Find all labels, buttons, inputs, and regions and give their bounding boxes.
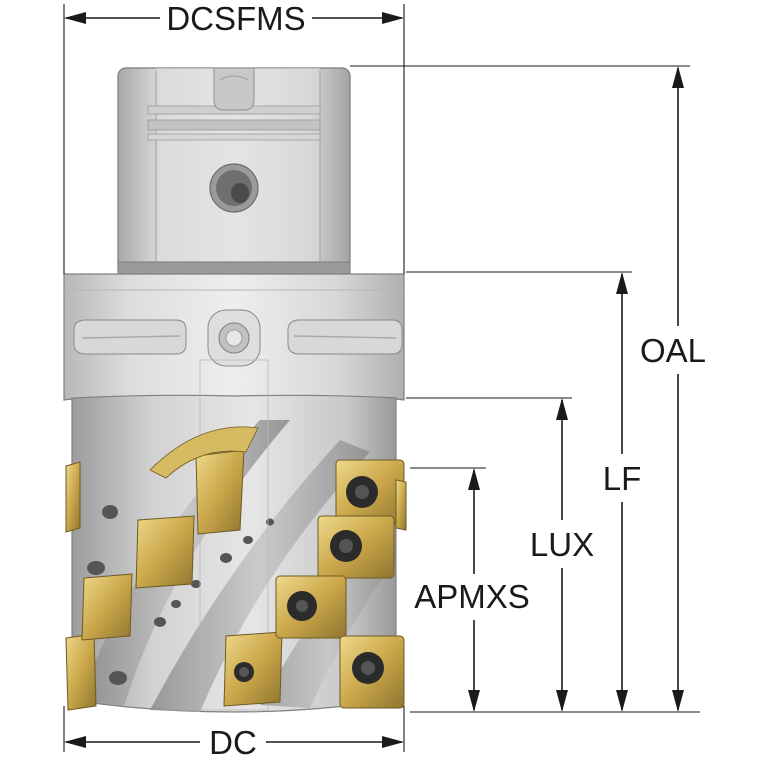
label-oal: OAL	[640, 332, 706, 369]
insert	[395, 479, 407, 531]
flange	[63, 273, 405, 401]
insert	[135, 515, 195, 589]
label-dcsfms: DCSFMS	[166, 0, 305, 37]
label-lf: LF	[603, 460, 642, 497]
label-dc: DC	[209, 724, 257, 761]
label-lux: LUX	[530, 526, 594, 563]
insert	[339, 635, 405, 709]
insert	[65, 633, 97, 711]
insert	[335, 459, 405, 525]
insert	[149, 426, 259, 535]
dimension-labels: DCSFMS DC OAL LF LUX APMXS	[166, 0, 706, 761]
insert	[275, 575, 347, 639]
shank	[117, 67, 351, 275]
insert	[317, 515, 395, 579]
insert	[223, 631, 283, 707]
coolant-holes	[87, 505, 274, 685]
insert	[81, 573, 133, 641]
insert	[65, 461, 81, 533]
milling-cutter-illustration	[63, 67, 407, 713]
label-apmxs: APMXS	[414, 578, 530, 615]
cutting-inserts	[65, 426, 407, 711]
dimension-lines	[63, 4, 700, 752]
